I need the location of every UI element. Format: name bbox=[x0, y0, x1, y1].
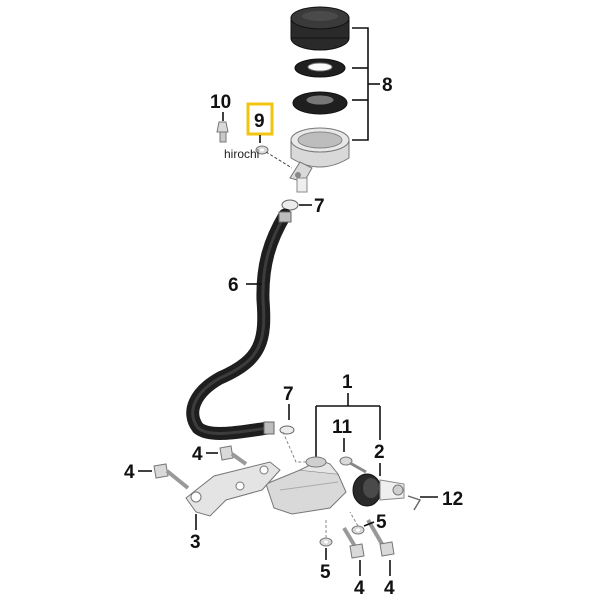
callout-11: 11 bbox=[332, 417, 353, 438]
highlight-box bbox=[246, 102, 274, 136]
pin-12 bbox=[407, 495, 438, 511]
callout-3: 3 bbox=[190, 532, 201, 553]
hose-end-lower bbox=[263, 421, 275, 435]
callout-4-lower-left: 4 bbox=[354, 578, 365, 599]
callout-7-upper: 7 bbox=[314, 196, 325, 217]
reservoir-body bbox=[289, 127, 350, 193]
callout-4-left: 4 bbox=[124, 462, 135, 483]
callout-5-upper: 5 bbox=[376, 512, 387, 533]
callout-1: 1 bbox=[342, 372, 353, 393]
callout-12: 12 bbox=[442, 489, 463, 510]
callout-9: 9 bbox=[254, 111, 265, 132]
washer-9 bbox=[255, 135, 293, 169]
callout-8: 8 bbox=[382, 75, 393, 96]
watermark: hirochi bbox=[224, 147, 259, 161]
callout-4-lower-right: 4 bbox=[384, 578, 395, 599]
bracket-1 bbox=[315, 393, 381, 462]
callout-10: 10 bbox=[210, 92, 231, 113]
callout-6: 6 bbox=[228, 275, 239, 296]
mounting-bracket-3 bbox=[185, 461, 281, 517]
hose-end-upper bbox=[278, 211, 292, 223]
bolt-4-left bbox=[153, 463, 190, 490]
bolt-4-lower-left bbox=[342, 526, 365, 559]
callout-9-highlight bbox=[246, 102, 274, 136]
callout-7-lower: 7 bbox=[283, 384, 294, 405]
hose-clip-lower bbox=[279, 425, 310, 463]
reservoir-diaphragm bbox=[292, 91, 348, 115]
reservoir-cap bbox=[290, 6, 350, 51]
reservoir-seal-ring bbox=[294, 58, 346, 78]
master-cylinder bbox=[265, 456, 347, 515]
leader-5-upper bbox=[363, 521, 375, 527]
callout-2: 2 bbox=[374, 442, 385, 463]
bolt-11 bbox=[339, 456, 367, 474]
assembly-hint-lines bbox=[325, 511, 359, 538]
hose-highlight bbox=[191, 213, 287, 435]
bracket-8 bbox=[352, 27, 380, 141]
hose-clip-upper bbox=[281, 199, 312, 211]
bolt-10 bbox=[216, 112, 229, 143]
washer-5-upper bbox=[351, 525, 365, 535]
callout-5-lower: 5 bbox=[320, 562, 331, 583]
bolt-4-upper bbox=[219, 445, 248, 466]
part-2 bbox=[352, 473, 405, 507]
callout-4-upper: 4 bbox=[192, 444, 203, 465]
washer-5-lower bbox=[319, 537, 333, 547]
